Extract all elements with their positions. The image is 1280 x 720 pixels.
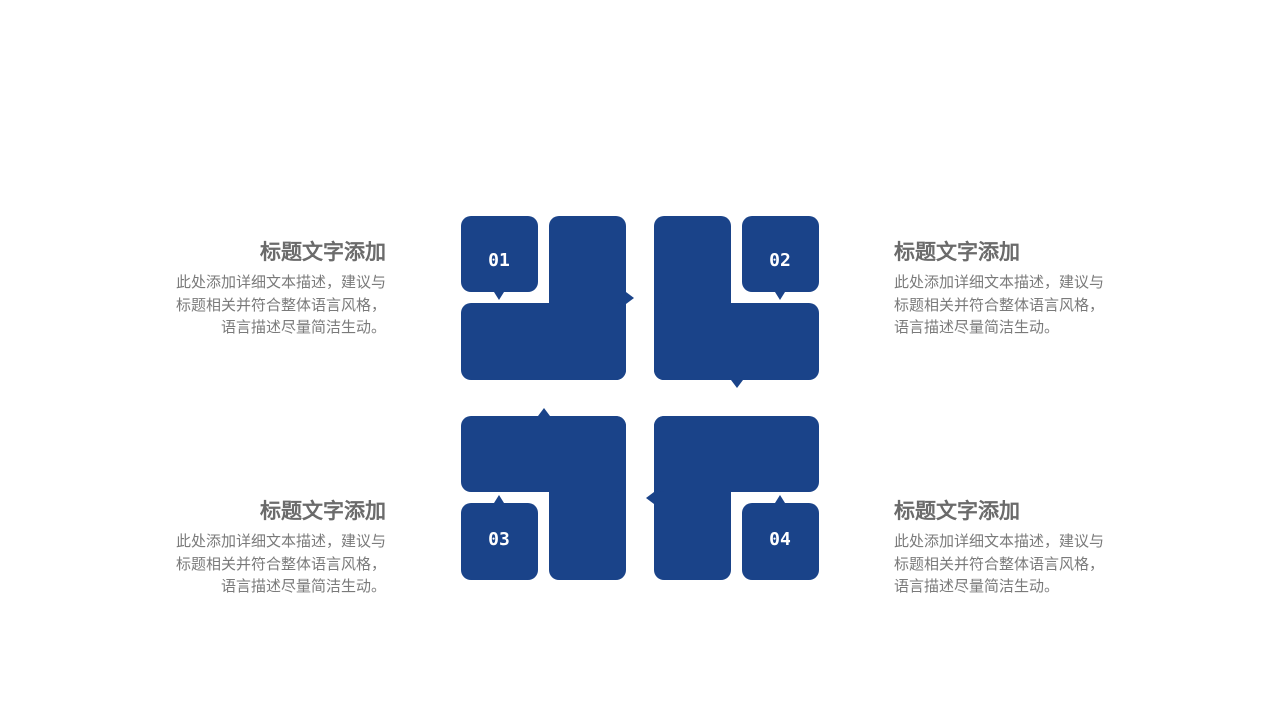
- q1-number-box: [461, 216, 538, 292]
- block-1-title: 标题文字添加: [260, 240, 386, 264]
- q2-horizontal-bar: [654, 303, 819, 380]
- q2-number: 02: [769, 250, 791, 271]
- q1-number: 01: [488, 250, 510, 271]
- text-block-2: 标题文字添加 此处添加详细文本描述，建议与 标题相关并符合整体语言风格， 语言描…: [894, 239, 1194, 339]
- q2-box-pointer: [775, 292, 785, 300]
- block-4-line-2: 标题相关并符合整体语言风格，: [894, 554, 1105, 573]
- text-block-3: 标题文字添加 此处添加详细文本描述，建议与 标题相关并符合整体语言风格， 语言描…: [86, 498, 386, 598]
- block-1-line-1: 此处添加详细文本描述，建议与: [175, 273, 386, 291]
- q2-number-box: [742, 216, 819, 292]
- q4-side-pointer: [646, 492, 654, 504]
- q3-box-pointer: [494, 495, 504, 503]
- block-1-body: 此处添加详细文本描述，建议与 标题相关并符合整体语言风格， 语言描述尽量简洁生动…: [86, 271, 386, 339]
- block-3-body: 此处添加详细文本描述，建议与 标题相关并符合整体语言风格， 语言描述尽量简洁生动…: [86, 530, 386, 598]
- quadrant-2: 02: [654, 216, 819, 388]
- block-3-line-3: 语言描述尽量简洁生动。: [220, 577, 386, 595]
- text-block-4: 标题文字添加 此处添加详细文本描述，建议与 标题相关并符合整体语言风格， 语言描…: [894, 498, 1194, 598]
- block-4-title: 标题文字添加: [894, 499, 1020, 523]
- q4-number-box: [742, 503, 819, 580]
- block-3-line-1: 此处添加详细文本描述，建议与: [175, 532, 386, 550]
- block-1-line-2: 标题相关并符合整体语言风格，: [175, 295, 386, 314]
- q1-box-pointer: [494, 292, 504, 300]
- q2-side-pointer: [731, 380, 743, 388]
- block-2-body: 此处添加详细文本描述，建议与 标题相关并符合整体语言风格， 语言描述尽量简洁生动…: [894, 271, 1194, 339]
- block-2-line-3: 语言描述尽量简洁生动。: [894, 318, 1060, 336]
- q3-number-box: [461, 503, 538, 580]
- q4-horizontal-bar: [654, 416, 819, 492]
- q3-number: 03: [488, 529, 510, 550]
- block-4-body: 此处添加详细文本描述，建议与 标题相关并符合整体语言风格， 语言描述尽量简洁生动…: [894, 530, 1194, 598]
- block-2-title: 标题文字添加: [894, 240, 1020, 264]
- q4-number: 04: [769, 529, 791, 550]
- quadrant-1: 01: [461, 216, 634, 380]
- text-block-1: 标题文字添加 此处添加详细文本描述，建议与 标题相关并符合整体语言风格， 语言描…: [86, 239, 386, 339]
- block-4-line-3: 语言描述尽量简洁生动。: [894, 577, 1060, 595]
- q4-box-pointer: [775, 495, 785, 503]
- quadrant-3: 03: [461, 408, 626, 580]
- block-1-line-3: 语言描述尽量简洁生动。: [220, 318, 386, 336]
- block-4-line-1: 此处添加详细文本描述，建议与: [894, 532, 1105, 550]
- block-2-line-1: 此处添加详细文本描述，建议与: [894, 273, 1105, 291]
- q3-side-pointer: [538, 408, 550, 416]
- quadrant-4: 04: [646, 416, 819, 580]
- q1-side-pointer: [626, 292, 634, 304]
- block-3-title: 标题文字添加: [260, 499, 386, 523]
- q3-horizontal-bar: [461, 416, 626, 492]
- q1-horizontal-bar: [461, 303, 626, 380]
- block-3-line-2: 标题相关并符合整体语言风格，: [175, 554, 386, 573]
- block-2-line-2: 标题相关并符合整体语言风格，: [894, 295, 1105, 314]
